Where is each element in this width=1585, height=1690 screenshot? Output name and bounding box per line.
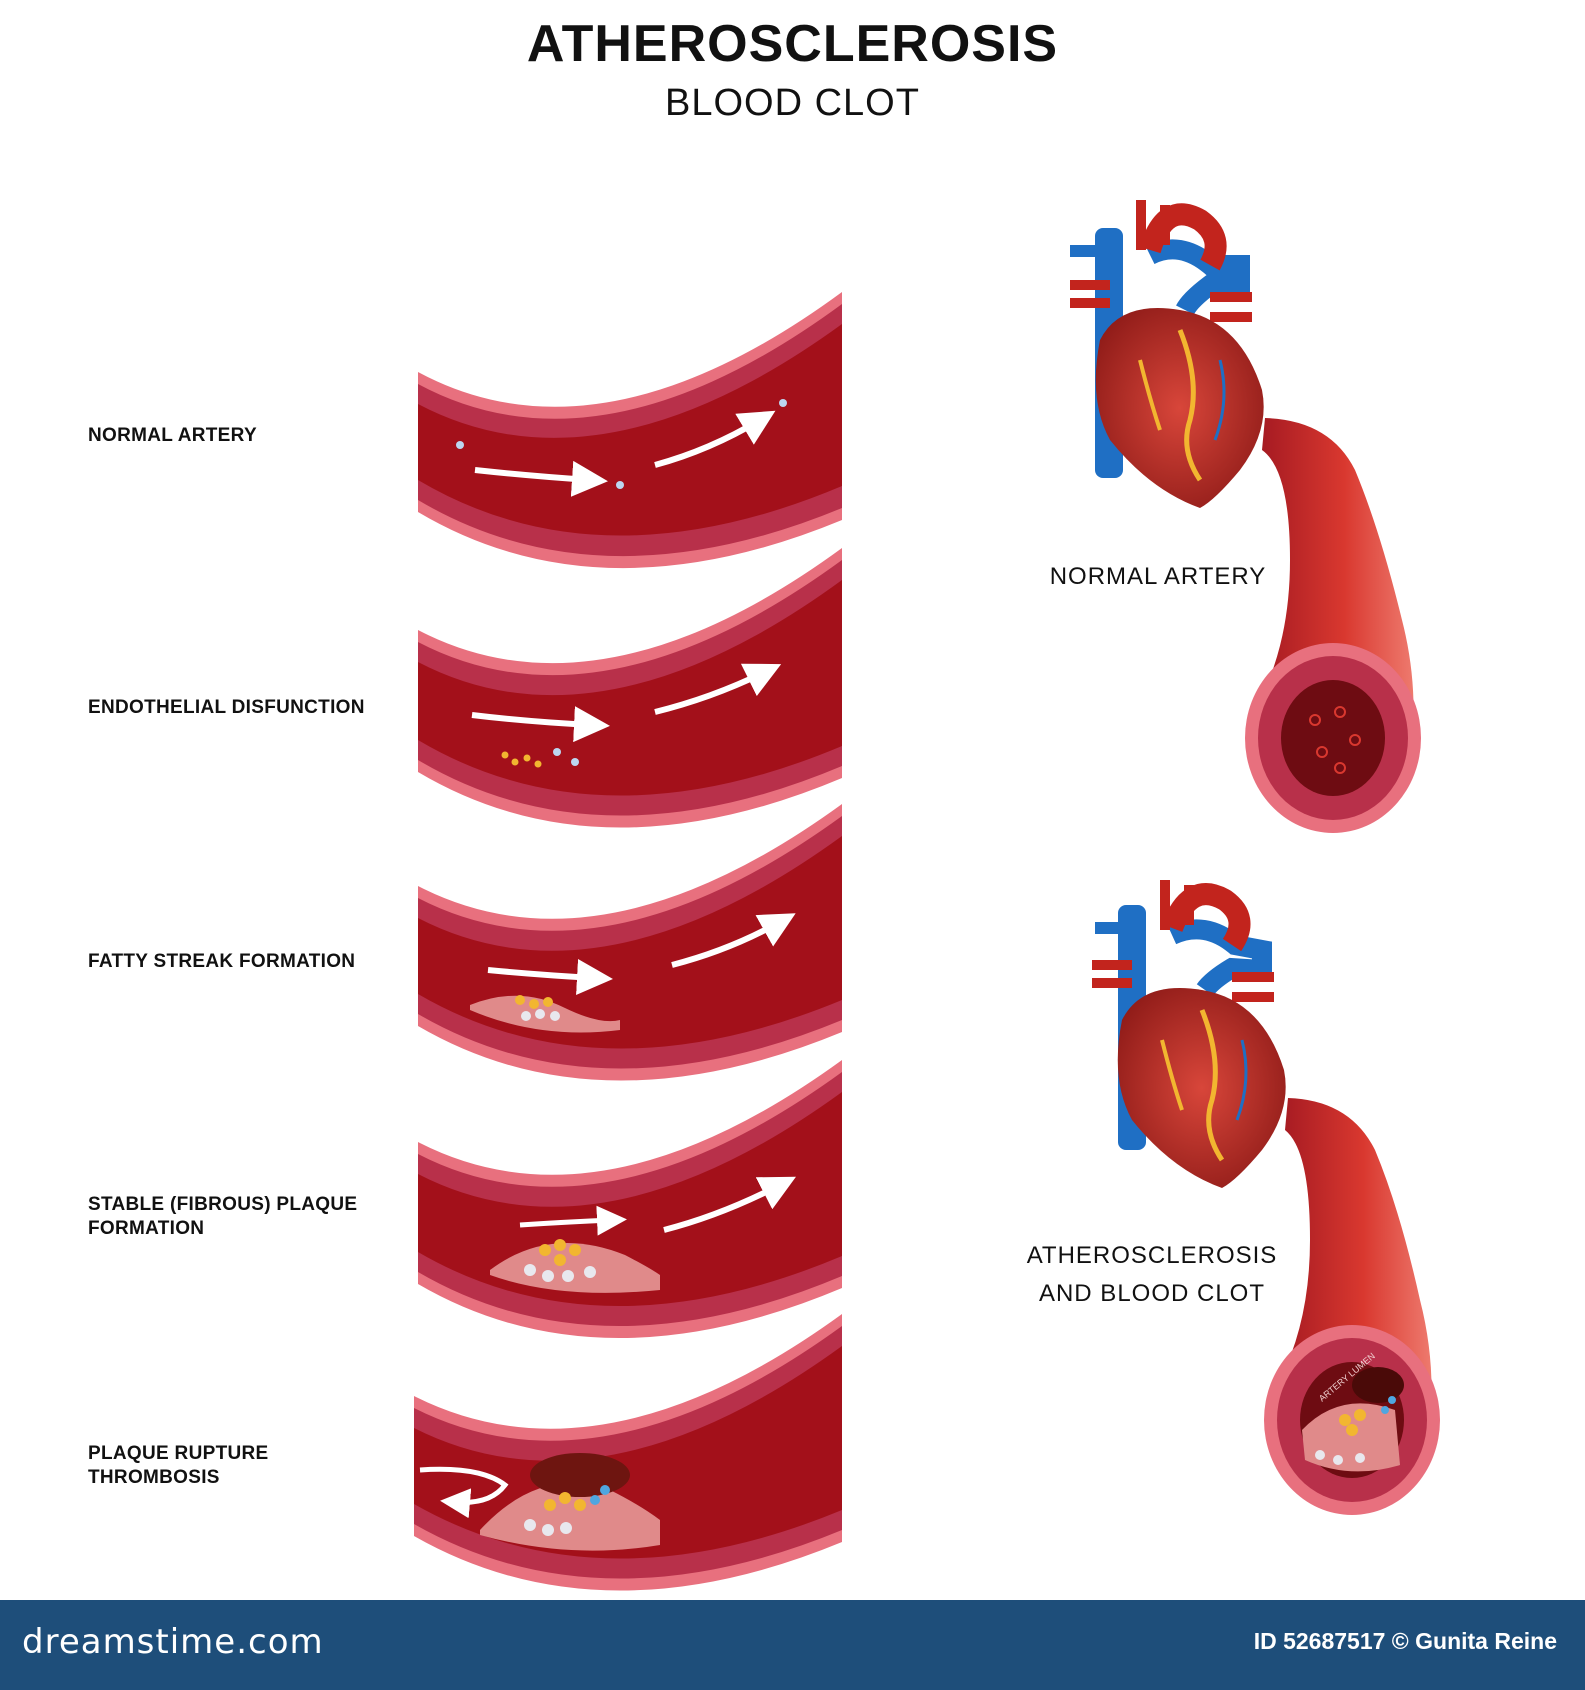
normal-artery-tube (1245, 418, 1421, 833)
page-title: ATHEROSCLEROSIS (526, 15, 1059, 73)
artery-stage-5 (414, 1314, 842, 1591)
flow-arrow-icon (654, 410, 776, 468)
illustration-canvas: ARTERY LUMEN (414, 200, 1440, 1591)
side-label-normal-artery: NORMAL ARTERY (1049, 563, 1267, 590)
artery-stage-2 (418, 548, 842, 828)
heart-clot-icon (1092, 880, 1286, 1188)
artery-stage-1 (418, 292, 842, 569)
flow-arrow-icon (471, 706, 610, 743)
footer-site-logo[interactable]: dreamstime.com (22, 1622, 324, 1662)
stage-label-normal-artery: NORMAL ARTERY (88, 425, 257, 446)
stage-label-plaque-rupture: PLAQUE RUPTURE THROMBOSIS (88, 1443, 269, 1488)
flow-arrow-icon (519, 1205, 627, 1236)
side-label-atherosclerosis-line2: AND BLOOD CLOT (1038, 1280, 1266, 1307)
stage-label-endothelial-disfunction: ENDOTHELIAL DISFUNCTION (88, 697, 365, 718)
stage-label-fatty-streak: FATTY STREAK FORMATION (88, 951, 356, 972)
flow-arrow-icon (487, 959, 613, 995)
turbulent-flow-arrow-icon (419, 1466, 509, 1519)
clot-artery-tube: ARTERY LUMEN (1264, 1098, 1440, 1515)
side-label-atherosclerosis-line1: ATHEROSCLEROSIS (1026, 1242, 1278, 1269)
flow-arrow-icon (663, 1176, 796, 1233)
flow-arrow-icon (671, 913, 796, 968)
flow-arrow-icon (474, 460, 608, 497)
heart-normal-icon (1070, 200, 1264, 508)
artery-stage-3 (418, 804, 842, 1081)
footer-bar: dreamstime.com ID 52687517 © Gunita Rein… (0, 1600, 1585, 1690)
artery-stage-4 (418, 1060, 842, 1339)
page-subtitle: BLOOD CLOT (665, 82, 920, 124)
footer-credit: ID 52687517 © Gunita Reine (1253, 1628, 1557, 1654)
flow-arrow-icon (654, 663, 782, 715)
stage-label-stable-plaque: STABLE (FIBROUS) PLAQUE FORMATION (88, 1194, 358, 1239)
